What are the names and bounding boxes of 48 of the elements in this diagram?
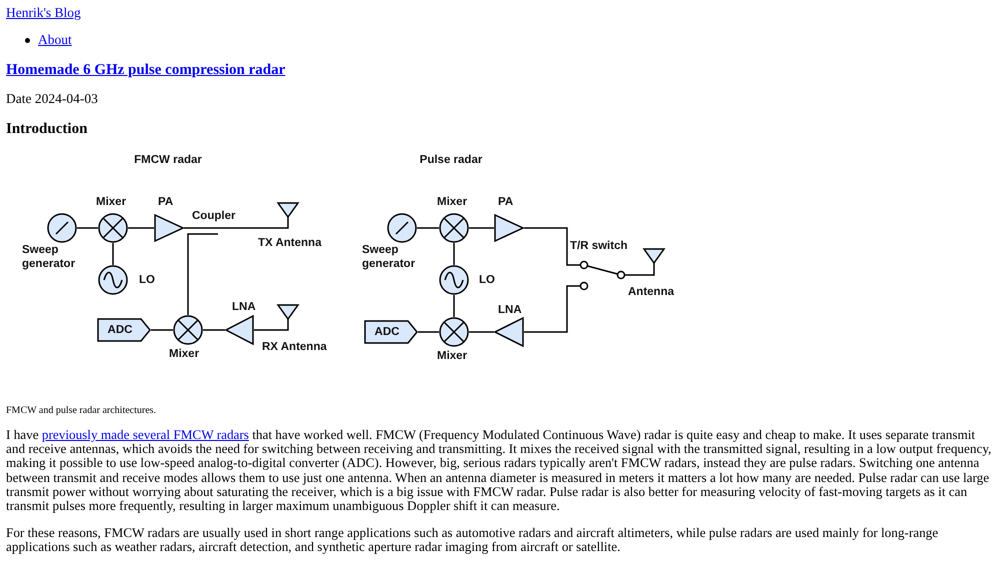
component-label: LNA [498, 303, 522, 317]
signal-line [203, 329, 225, 331]
signal-line [254, 329, 277, 331]
signal-line [469, 331, 494, 333]
signal-line [453, 295, 455, 317]
signal-line [627, 274, 643, 276]
nav-link: About [38, 32, 72, 48]
component-label: Mixer [437, 195, 468, 209]
block-label: ADC [106, 323, 134, 337]
signal-line [184, 227, 192, 229]
signal-line [218, 227, 277, 229]
figure-caption: FMCW and pulse radar architectures. [6, 405, 156, 416]
component-label: PA [158, 195, 174, 209]
diagram-heading: FMCW radar [134, 153, 202, 167]
signal-line [151, 329, 173, 331]
component-label: Mixer [169, 347, 200, 361]
body-paragraph: I have previously made several FMCW radars that have worked well. FMCW (Frequency Modulated Continuous Wave) radar is quite easy and cheap to make. It uses separate transmit and receive antennas, which avoids the need for switching between receiving and transmitting. It mixes the received signal with the transmitted signal, resulting in a low output frequency, making it possible to use low-speed analog-to-digital converter (ADC). However, big, serious radars typically aren't FMCW radars, instead they are pulse radars. Switching one antenna between transmit and receive modes allows them to use just one antenna. When an antenna diameter is measured in meters it matters a lot how many are needed. Pulse radar can use large transmit power without worrying about saturating the receiver, which is a big issue with FMCW radar. Pulse radar is also better for measuring velocity of fast-moving targets as it can transmit pulses more frequently, resulting in larger maximum unambiguous Doppler shift it can measure. [6, 428, 992, 514]
component-label: Antenna [628, 285, 674, 299]
component-label: LO [139, 273, 155, 287]
blog-link: Henrik's Blog [6, 5, 81, 21]
signal-line [453, 243, 455, 265]
component-label: PA [498, 195, 514, 209]
post-title-link: Homemade 6 GHz pulse compression radar [6, 62, 286, 79]
signal-line [524, 285, 579, 333]
body-paragraph: For these reasons, FMCW radars are usually used in short range applications such as automotive radars and aircraft altimeters, while pulse radars are used mainly for long-range applications such as weather radars, aircraft detection, and synthetic aperture radar imaging from aircraft or satellite. [6, 526, 940, 554]
signal-line [112, 243, 114, 265]
signal-line [77, 227, 98, 229]
component-label: RX Antenna [262, 340, 327, 354]
component-label: Mixer [96, 195, 126, 209]
block-label: ADC [374, 325, 400, 339]
section-heading: Introduction [6, 121, 88, 138]
signal-line [524, 227, 579, 266]
component-label: Sweep generator [362, 243, 416, 271]
inline-link: previously made several FMCW radars [42, 427, 249, 442]
signal-line [128, 227, 154, 229]
signal-line [187, 233, 192, 315]
date-text: Date 2024-04-03 [6, 91, 98, 107]
diagram-heading: Pulse radar [420, 153, 482, 167]
component-label: T/R switch [570, 239, 628, 253]
component-label: TX Antenna [258, 236, 322, 250]
signal-line [418, 331, 439, 333]
component-label: Sweep generator [22, 243, 76, 271]
signal-line [417, 227, 439, 229]
signal-line [469, 227, 494, 229]
component-label: Coupler [192, 209, 236, 223]
component-label: LO [479, 273, 495, 287]
component-label: LNA [232, 300, 256, 314]
component-label: Mixer [437, 349, 468, 363]
